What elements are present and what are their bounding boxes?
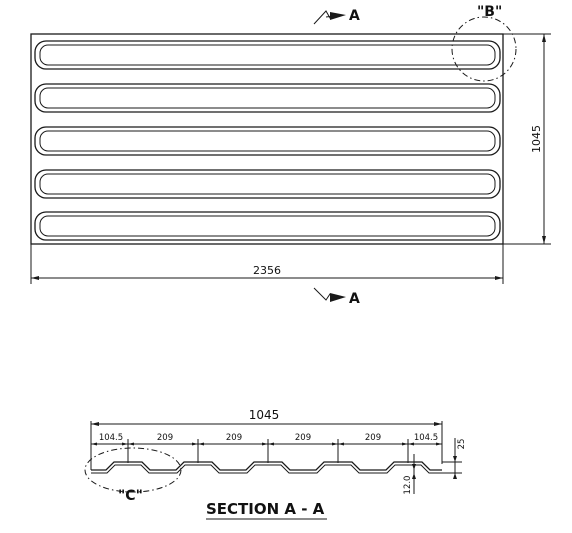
section-thickness-label: 12.0 [403, 476, 413, 495]
spacing-label: 209 [365, 433, 381, 443]
panel-outline [30, 33, 504, 245]
spacing-label: 209 [226, 433, 242, 443]
section-thickness-dimension: 12.0 [403, 454, 416, 494]
section-overall-dimension: 1045 [90, 408, 443, 470]
section-title: SECTION A - A [206, 500, 325, 518]
section-marker-bottom: A [313, 287, 360, 307]
section-height-label: 25 [457, 439, 467, 450]
panel-ribs [34, 40, 501, 241]
plan-view: "B" A A 2356 1045 [30, 4, 551, 307]
section-marker-top-label: A [349, 8, 360, 24]
panel-rib [34, 211, 501, 241]
detail-b-circle [451, 16, 517, 82]
panel-rib [34, 40, 501, 70]
width-dimension: 2356 [30, 244, 504, 284]
section-marker-bottom-label: A [349, 291, 360, 307]
section-height-dimension: 25 [442, 438, 467, 479]
height-dimension-label: 1045 [530, 125, 543, 153]
detail-c-ellipse [84, 447, 182, 493]
detail-c-label: "C" [118, 488, 143, 504]
spacing-label: 209 [157, 433, 173, 443]
detail-b-label: "B" [477, 4, 502, 20]
section-overall-label: 1045 [249, 408, 280, 422]
spacing-label: 104.5 [99, 433, 123, 443]
panel-rib [34, 83, 501, 113]
width-dimension-label: 2356 [253, 264, 281, 277]
section-spacing-dimension: 104.5 209 209 209 209 104.5 [91, 433, 442, 463]
section-view: 1045 104.5 209 209 209 209 [84, 408, 467, 520]
height-dimension: 1045 [503, 33, 551, 245]
section-marker-top: A [313, 8, 360, 25]
spacing-label: 104.5 [414, 433, 438, 443]
spacing-label: 209 [295, 433, 311, 443]
section-profile [91, 461, 442, 474]
panel-rib [34, 126, 501, 156]
panel-rib [34, 169, 501, 199]
